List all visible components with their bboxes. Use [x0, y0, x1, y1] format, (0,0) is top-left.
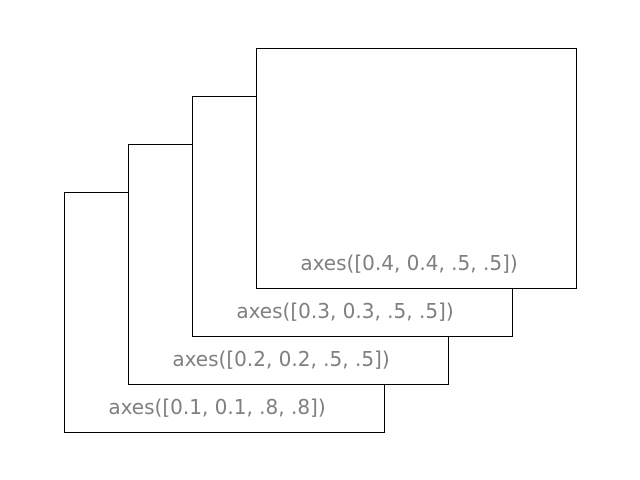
- axes-frame-4: [256, 48, 577, 289]
- axes-label-3: axes([0.3, 0.3, .5, .5]): [236, 299, 454, 323]
- axes-label-4: axes([0.4, 0.4, .5, .5]): [300, 251, 518, 275]
- axes-label-1: axes([0.1, 0.1, .8, .8]): [108, 395, 326, 419]
- axes-label-2: axes([0.2, 0.2, .5, .5]): [172, 347, 390, 371]
